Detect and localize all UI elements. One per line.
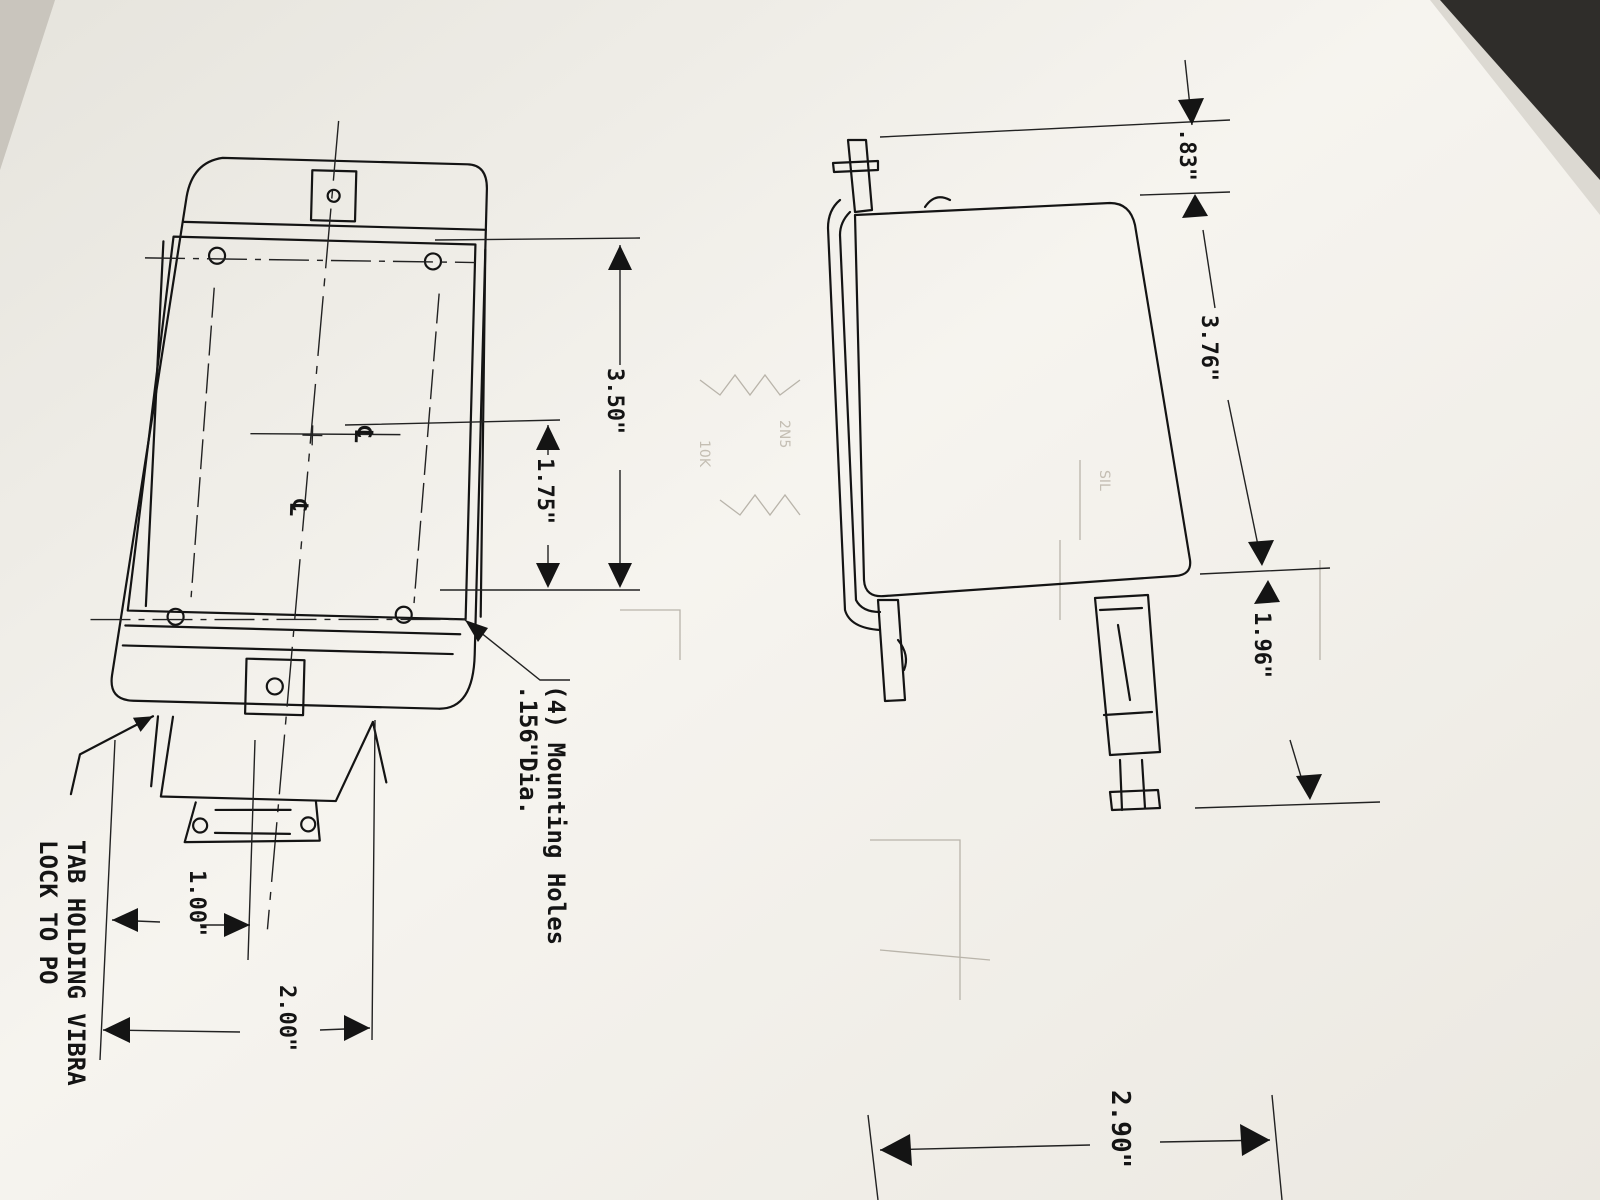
note-hole-diameter: .156"Dia. bbox=[514, 685, 542, 815]
paper-fold bbox=[0, 0, 55, 170]
centerline-symbol-2: ℄ bbox=[284, 499, 312, 517]
holes-leader bbox=[464, 619, 570, 681]
centerline-symbol: ℄ bbox=[349, 425, 377, 443]
note-mounting-holes: (4) Mounting Holes bbox=[542, 685, 570, 945]
note-lock-to: LOCK TO PO bbox=[34, 840, 62, 985]
top-view: ℄ ℄ bbox=[69, 120, 488, 930]
side-view-bracket-inner bbox=[838, 210, 882, 614]
bottom-tab bbox=[243, 657, 306, 717]
side-view-body bbox=[853, 201, 1192, 598]
dim-2-00: 2.00" bbox=[274, 985, 299, 1051]
top-view-bracket-fold bbox=[182, 220, 487, 231]
hole-centerline-top bbox=[144, 257, 475, 264]
dim-1-75: 1.75" bbox=[532, 458, 557, 524]
top-view-lip bbox=[121, 624, 462, 656]
dim-1-00: 1.00" bbox=[184, 870, 209, 936]
svg-text:SIL: SIL bbox=[1096, 470, 1112, 491]
connector-body bbox=[159, 715, 375, 803]
top-view-dimensions: 3.50" 1.75" 1.00" 2.00" bbox=[99, 237, 641, 1061]
mounting-hole bbox=[207, 246, 227, 265]
svg-text:10K: 10K bbox=[696, 440, 712, 468]
side-view-bracket-outer bbox=[826, 198, 882, 632]
mounting-hole bbox=[166, 607, 185, 626]
vertical-centerline bbox=[266, 120, 340, 930]
mounting-hole bbox=[394, 605, 413, 624]
bottom-tab-hole bbox=[265, 677, 284, 696]
top-view-bracket-outline bbox=[110, 156, 488, 710]
notes: (4) Mounting Holes .156"Dia. TAB HOLDING… bbox=[34, 619, 570, 1086]
dim-1-96: 1.96" bbox=[1249, 612, 1274, 678]
dim-3-76: 3.76" bbox=[1196, 315, 1221, 381]
side-view-dimensions: .83" 3.76" 1.96" bbox=[879, 59, 1381, 809]
tab-note-leader bbox=[69, 715, 155, 796]
svg-text:2N5: 2N5 bbox=[776, 420, 792, 448]
side-view-connector bbox=[1093, 593, 1162, 757]
horizontal-centerline bbox=[250, 432, 401, 436]
dim-0-83: .83" bbox=[1174, 128, 1199, 181]
side-view bbox=[826, 138, 1192, 812]
dim-3-50: 3.50" bbox=[602, 368, 627, 434]
hole-centerline-bottom bbox=[90, 618, 466, 621]
note-tab-holding: TAB HOLDING VIBRA bbox=[62, 840, 90, 1086]
dim-2-90: 2.90" bbox=[1105, 1090, 1135, 1168]
top-tab-hole bbox=[326, 188, 341, 203]
end-view-dimensions: 2.90" bbox=[867, 1090, 1283, 1200]
side-view-bottom-tab bbox=[876, 598, 907, 703]
side-view-top-tab bbox=[846, 138, 874, 214]
bleed-through-schematic: 10K 2N5 SIL bbox=[620, 373, 1321, 1000]
